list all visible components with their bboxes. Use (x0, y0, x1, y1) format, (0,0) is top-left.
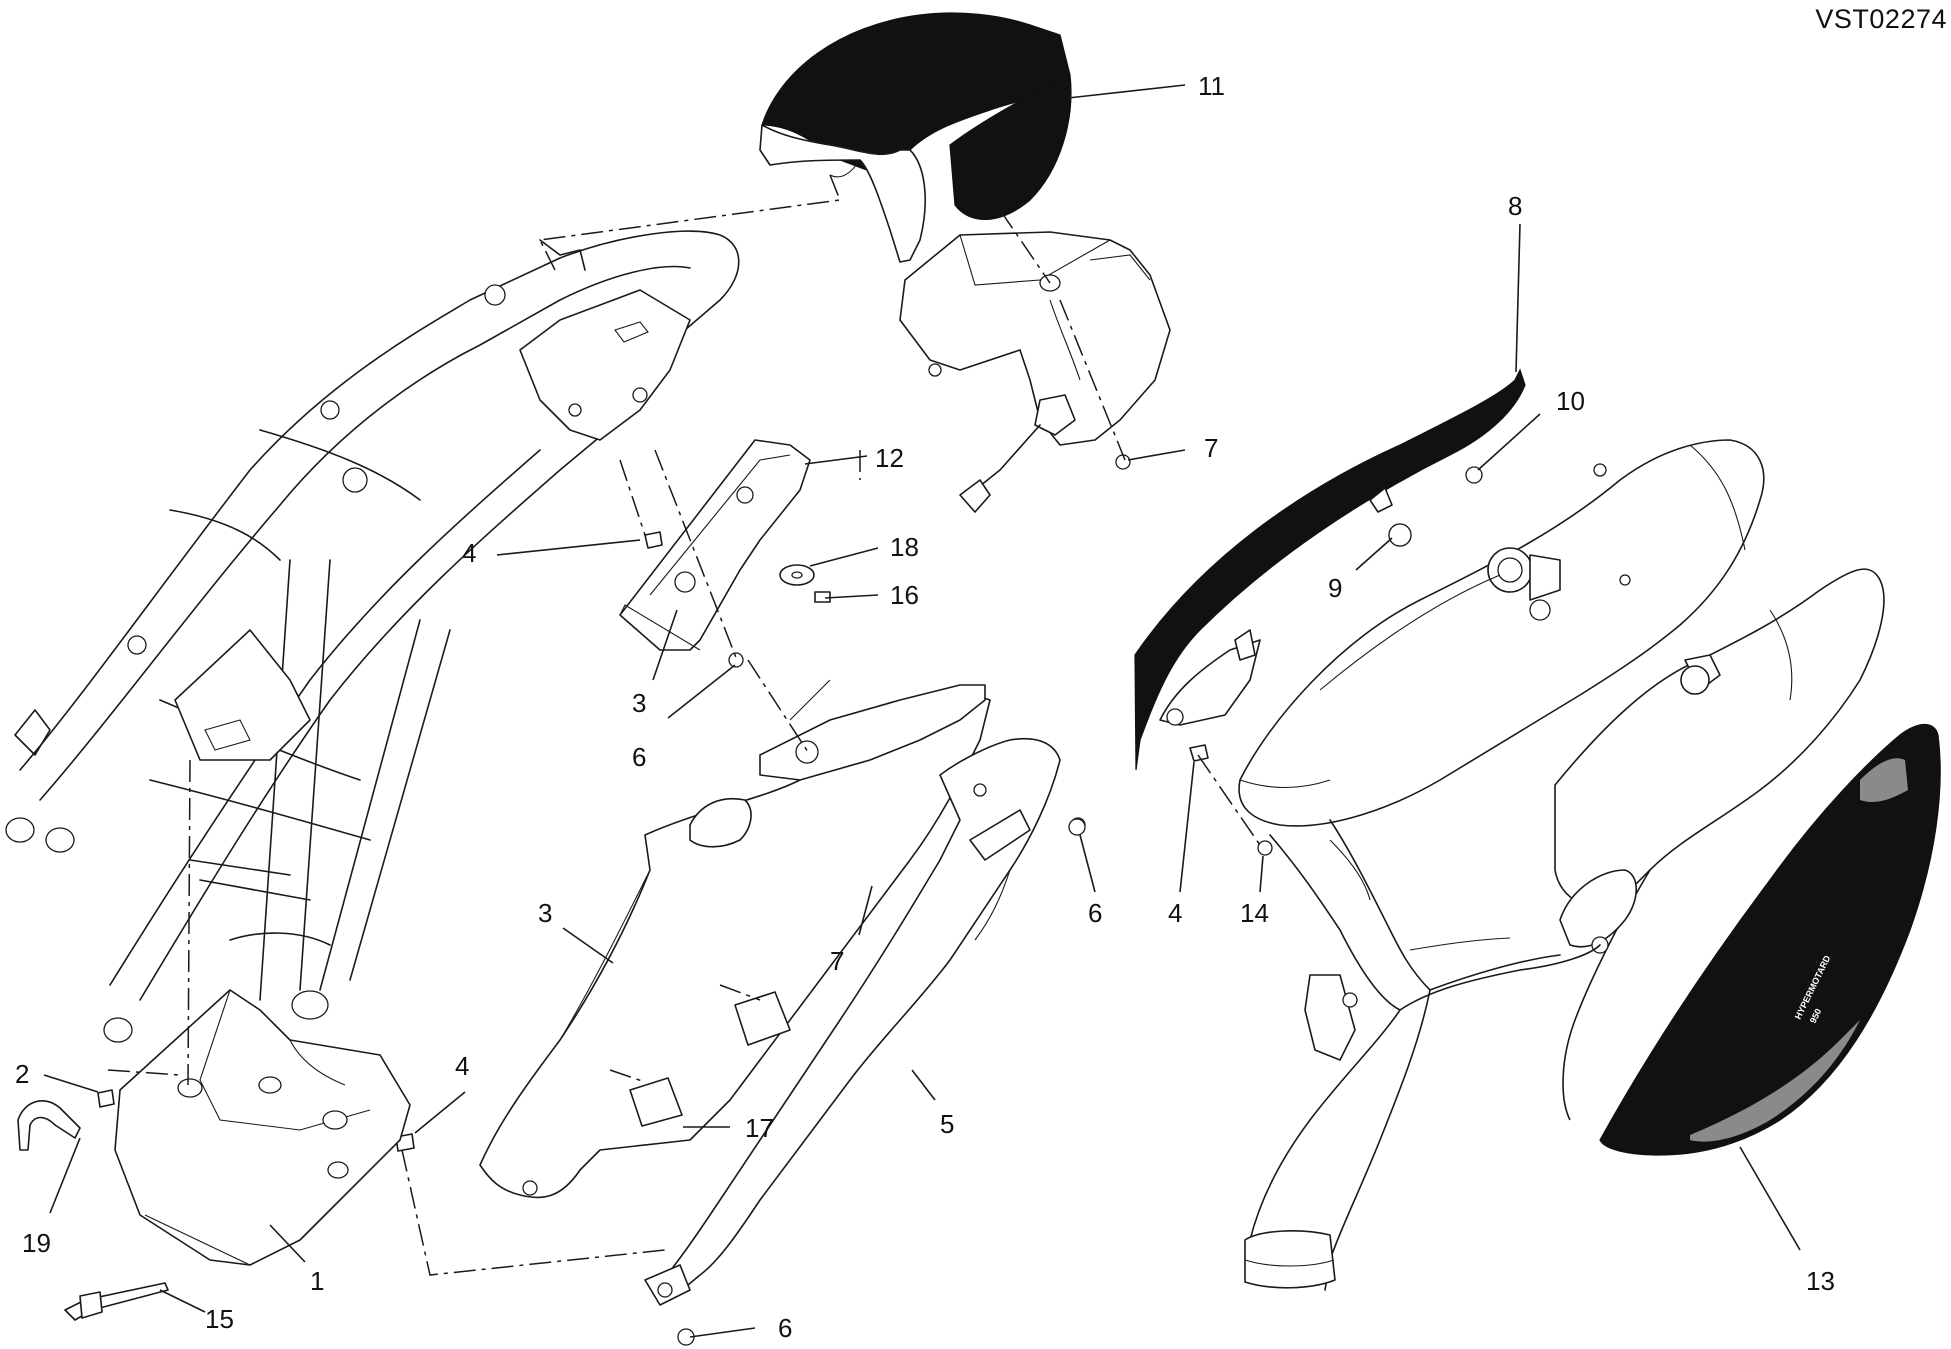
callout-4-top: 4 (462, 538, 476, 568)
undertray-cover (114, 989, 411, 1266)
callout-6-right: 6 (1088, 898, 1102, 928)
callout-7-top: 7 (1204, 433, 1218, 463)
callout-14: 14 (1240, 898, 1269, 928)
callout-1: 1 (310, 1266, 324, 1296)
alignment-lines (107, 174, 1263, 1276)
rear-frame-panel (759, 679, 986, 781)
diagram-reference-code: VST02274 (1815, 4, 1947, 34)
side-panel-right (644, 737, 1086, 1306)
callout-12: 12 (875, 443, 904, 473)
callout-15: 15 (205, 1304, 234, 1334)
callout-2: 2 (15, 1059, 29, 1089)
side-strip-dark (1134, 368, 1526, 771)
callout-11: 11 (1198, 71, 1225, 101)
callout-3-top: 3 (632, 688, 646, 718)
number-plate-bracket (619, 439, 811, 651)
callout-18: 18 (890, 532, 919, 562)
callout-13: 13 (1806, 1266, 1835, 1296)
rear-subframe (5, 230, 740, 1043)
callout-6-mid: 6 (632, 742, 646, 772)
callout-5: 5 (940, 1109, 954, 1139)
exhaust-heat-shield: HYPERMOTARD 950 (1599, 723, 1941, 1156)
cable-clip (17, 1100, 81, 1151)
leader-lines (43, 84, 1801, 1338)
callout-6-bottom: 6 (778, 1313, 792, 1343)
callout-17: 17 (745, 1113, 774, 1143)
callout-labels: 11 8 10 7 12 18 4 16 9 3 6 3 7 6 4 14 2 … (15, 71, 1835, 1343)
callout-16: 16 (890, 580, 919, 610)
callout-7-mid: 7 (830, 946, 844, 976)
callout-3-lower: 3 (538, 898, 552, 928)
callout-19: 19 (22, 1228, 51, 1258)
callout-4-right: 4 (1168, 898, 1182, 928)
callout-9: 9 (1328, 573, 1342, 603)
callout-4-lower: 4 (455, 1051, 469, 1081)
rear-light-assembly (899, 231, 1171, 513)
side-panel-left (479, 689, 991, 1199)
exhaust-header (1244, 819, 1601, 1291)
callout-8: 8 (1508, 191, 1522, 221)
exhaust-silencer (1238, 439, 1765, 827)
callout-10: 10 (1556, 386, 1585, 416)
cable-tie (64, 1282, 169, 1321)
tail-top-cover (759, 12, 1072, 263)
